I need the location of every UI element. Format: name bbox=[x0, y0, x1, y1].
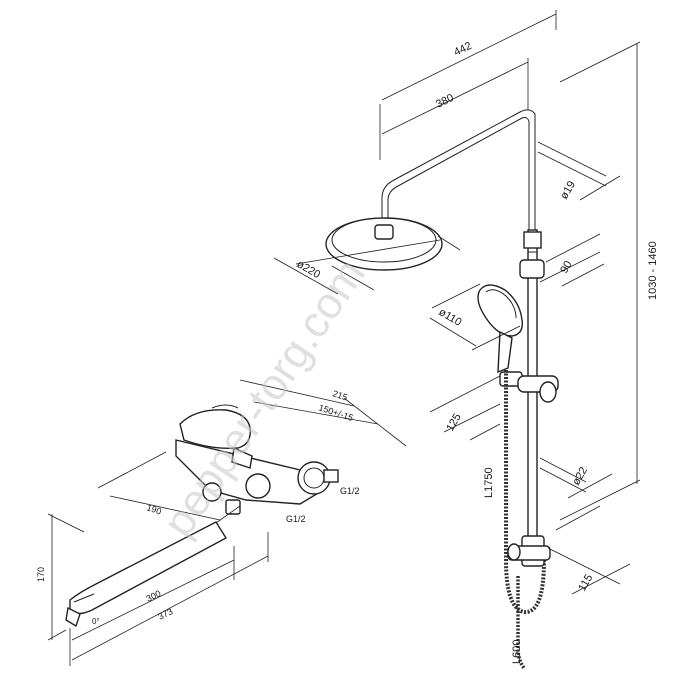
dim-215-label: 215 bbox=[331, 388, 348, 402]
connection-right-label: G1/2 bbox=[340, 486, 360, 496]
dim-pipe-top-label: ø19 bbox=[558, 179, 578, 201]
dim-hand-holder-label: 125 bbox=[444, 412, 464, 434]
dim-373-label: 373 bbox=[156, 606, 174, 622]
hand-holder-top: 90 bbox=[519, 233, 605, 287]
dim-height-label: 1030 - 1460 bbox=[647, 241, 659, 300]
dim-442: 442 bbox=[379, 10, 557, 160]
hose-length-label: L1750 bbox=[483, 467, 495, 498]
shower-rail bbox=[523, 229, 542, 561]
dim-190-label: 190 bbox=[145, 502, 162, 516]
dim-lower-bracket: 115 bbox=[547, 505, 631, 595]
eccentric-right bbox=[297, 461, 339, 495]
dim-hand-diameter-label: ø110 bbox=[437, 306, 464, 329]
lower-bracket bbox=[507, 535, 551, 567]
dim-rod-diameter: ø22 bbox=[539, 457, 613, 499]
dim-380: 380 bbox=[381, 58, 529, 135]
shower-hose bbox=[504, 370, 546, 615]
dim-170-label: 170 bbox=[36, 567, 46, 582]
shower-arm bbox=[381, 109, 536, 235]
hand-shower bbox=[477, 284, 523, 374]
rain-shower-head bbox=[325, 217, 443, 271]
slider-holder bbox=[499, 371, 559, 403]
dim-rod-diameter-label: ø22 bbox=[570, 465, 590, 487]
hose-lower-label: L600 bbox=[511, 640, 523, 664]
dim-height: 1030 - 1460 bbox=[559, 41, 659, 521]
connection-left-label: G1/2 bbox=[286, 514, 306, 524]
dim-150-label: 150+/-15 bbox=[317, 402, 354, 423]
dim-holder-offset-label: 90 bbox=[558, 259, 575, 276]
dim-170: 170 bbox=[36, 513, 85, 641]
bath-mixer: 215 150+/-15 G1/2 G1/2 190 bbox=[36, 379, 407, 666]
mixer-lever bbox=[179, 409, 251, 450]
dim-pipe-top: ø19 bbox=[537, 141, 621, 202]
dim-hand-holder: 125 bbox=[429, 375, 501, 441]
dim-300-label: 300 bbox=[144, 588, 162, 604]
dim-380-label: 380 bbox=[434, 92, 456, 111]
eccentric-left bbox=[202, 473, 271, 515]
spout-angle-label: 0° bbox=[92, 617, 100, 626]
shower-system: 442 380 1030 - 1460 bbox=[273, 10, 659, 670]
dim-190: 190 bbox=[97, 451, 241, 531]
